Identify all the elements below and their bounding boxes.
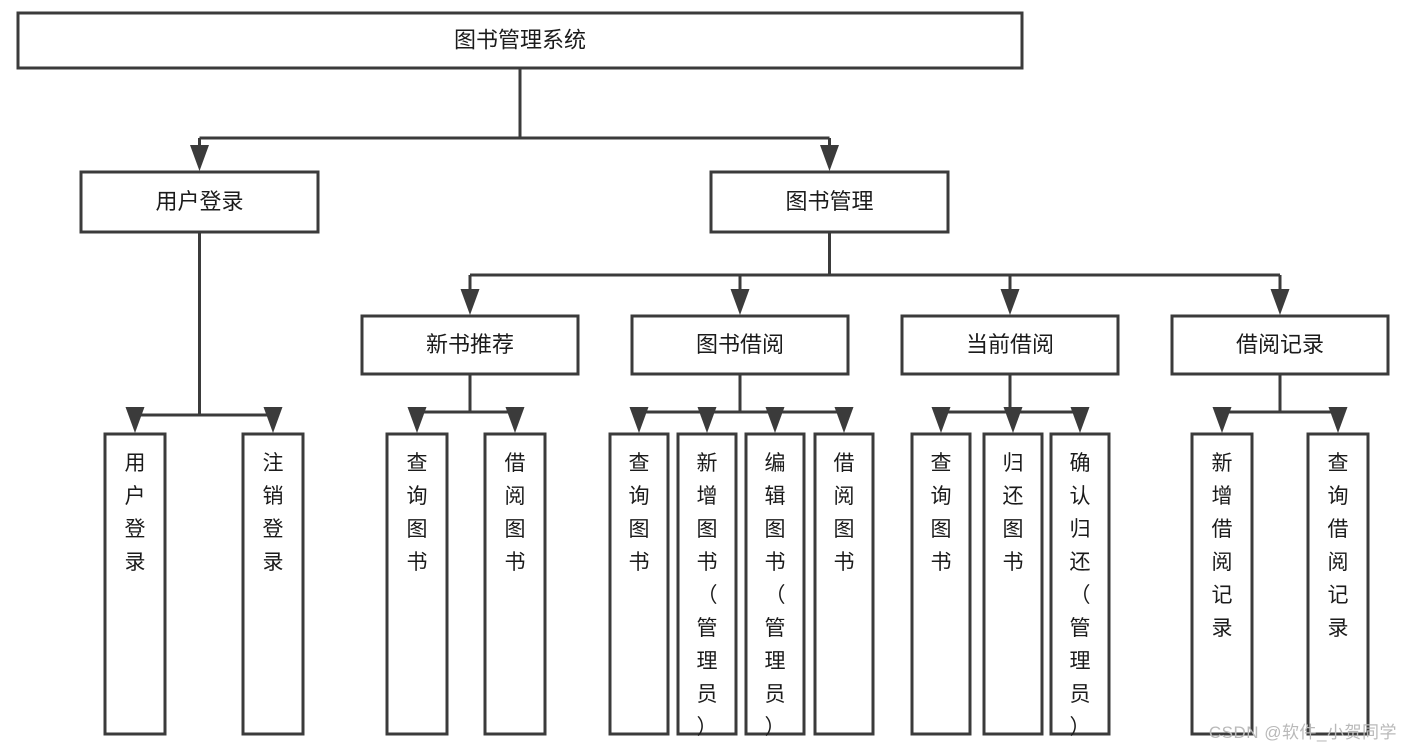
node-leaf-borrow-add[interactable]: 新增图书（管理员） <box>676 432 738 739</box>
node-label: 用户登录 <box>155 189 243 214</box>
edge-arrowhead <box>263 407 283 433</box>
edge-arrowhead <box>190 145 209 171</box>
node-records[interactable]: 借阅记录 <box>1170 314 1390 376</box>
node-leaf-newbook-borrow[interactable]: 借阅图书 <box>483 432 547 736</box>
node-box <box>1049 432 1111 736</box>
node-box <box>910 432 972 736</box>
edge-arrowhead <box>505 407 525 433</box>
node-label: 借阅图书 <box>834 452 855 574</box>
node-box <box>608 432 670 736</box>
node-box <box>360 314 580 376</box>
edge-arrowhead <box>1003 407 1023 433</box>
node-box <box>709 170 950 234</box>
node-root[interactable]: 图书管理系统 <box>16 11 1024 70</box>
node-label: 借阅记录 <box>1236 332 1324 357</box>
edge-group-borrow <box>629 374 854 433</box>
edge-arrowhead <box>834 407 854 433</box>
node-borrow[interactable]: 图书借阅 <box>630 314 850 376</box>
node-label: 新增借阅记录 <box>1212 452 1233 640</box>
node-label: 查询图书 <box>931 452 952 574</box>
node-label: 编辑图书（管理员） <box>765 452 786 739</box>
node-leaf-current-confirm[interactable]: 确认归还（管理员） <box>1049 432 1111 739</box>
edge-arrowhead <box>460 289 480 315</box>
node-label: 查询图书 <box>407 452 428 574</box>
edge-group-bookmgmt <box>460 232 1290 315</box>
node-leaf-newbook-query[interactable]: 查询图书 <box>385 432 449 736</box>
node-box <box>1170 314 1390 376</box>
node-leaf-borrow-lend[interactable]: 借阅图书 <box>813 432 875 736</box>
node-label: 图书管理 <box>785 189 873 214</box>
edge-arrowhead <box>765 407 785 433</box>
node-label: 归还图书 <box>1003 452 1024 574</box>
edge-arrowhead <box>1270 289 1290 315</box>
edges-layer <box>125 68 1348 433</box>
edge-group-current <box>931 374 1090 433</box>
node-box <box>385 432 449 736</box>
edge-arrowhead <box>697 407 717 433</box>
node-box <box>982 432 1044 736</box>
edge-arrowhead <box>125 407 145 433</box>
nodes-layer: 图书管理系统用户登录图书管理新书推荐图书借阅当前借阅借阅记录用户登录注销登录查询… <box>16 11 1390 739</box>
node-label: 查询借阅记录 <box>1328 452 1349 640</box>
edge-arrowhead <box>1328 407 1348 433</box>
node-newbook[interactable]: 新书推荐 <box>360 314 580 376</box>
edge-group-root <box>190 68 839 171</box>
edge-group-newbook <box>407 374 525 433</box>
node-label: 借阅图书 <box>505 452 526 574</box>
node-label: 确认归还（管理员） <box>1070 452 1091 739</box>
node-label: 当前借阅 <box>966 332 1054 357</box>
edge-arrowhead <box>1212 407 1232 433</box>
node-leaf-borrow-query[interactable]: 查询图书 <box>608 432 670 736</box>
node-label: 图书借阅 <box>696 332 784 357</box>
node-bookmgmt[interactable]: 图书管理 <box>709 170 950 234</box>
node-box <box>1306 432 1370 736</box>
node-label: 新书推荐 <box>426 332 514 357</box>
edge-group-records <box>1212 374 1348 433</box>
node-label: 图书管理系统 <box>454 27 586 52</box>
node-label: 查询图书 <box>629 452 650 574</box>
node-current[interactable]: 当前借阅 <box>900 314 1120 376</box>
edge-arrowhead <box>1000 289 1020 315</box>
node-leaf-record-add[interactable]: 新增借阅记录 <box>1190 432 1254 736</box>
node-box <box>483 432 547 736</box>
edge-arrowhead <box>629 407 649 433</box>
node-box <box>630 314 850 376</box>
node-leaf-record-query[interactable]: 查询借阅记录 <box>1306 432 1370 736</box>
node-box <box>744 432 806 736</box>
edge-arrowhead <box>730 289 750 315</box>
edge-arrowhead <box>407 407 427 433</box>
node-leaf-current-query[interactable]: 查询图书 <box>910 432 972 736</box>
node-box <box>813 432 875 736</box>
node-box <box>79 170 320 234</box>
node-label: 新增图书（管理员） <box>697 452 718 739</box>
node-label: 用户登录 <box>125 452 146 574</box>
node-box <box>1190 432 1254 736</box>
node-leaf-borrow-edit[interactable]: 编辑图书（管理员） <box>744 432 806 739</box>
node-box <box>103 432 167 736</box>
node-box <box>241 432 305 736</box>
node-leaf-user-login[interactable]: 用户登录 <box>103 432 167 736</box>
edge-group-login <box>125 232 283 433</box>
node-login[interactable]: 用户登录 <box>79 170 320 234</box>
node-box <box>676 432 738 736</box>
node-box <box>900 314 1120 376</box>
edge-arrowhead <box>820 145 839 171</box>
node-leaf-current-return[interactable]: 归还图书 <box>982 432 1044 736</box>
node-leaf-user-logout[interactable]: 注销登录 <box>241 432 305 736</box>
node-box <box>16 11 1024 70</box>
edge-arrowhead <box>1070 407 1090 433</box>
node-label: 注销登录 <box>263 452 284 574</box>
edge-arrowhead <box>931 407 951 433</box>
